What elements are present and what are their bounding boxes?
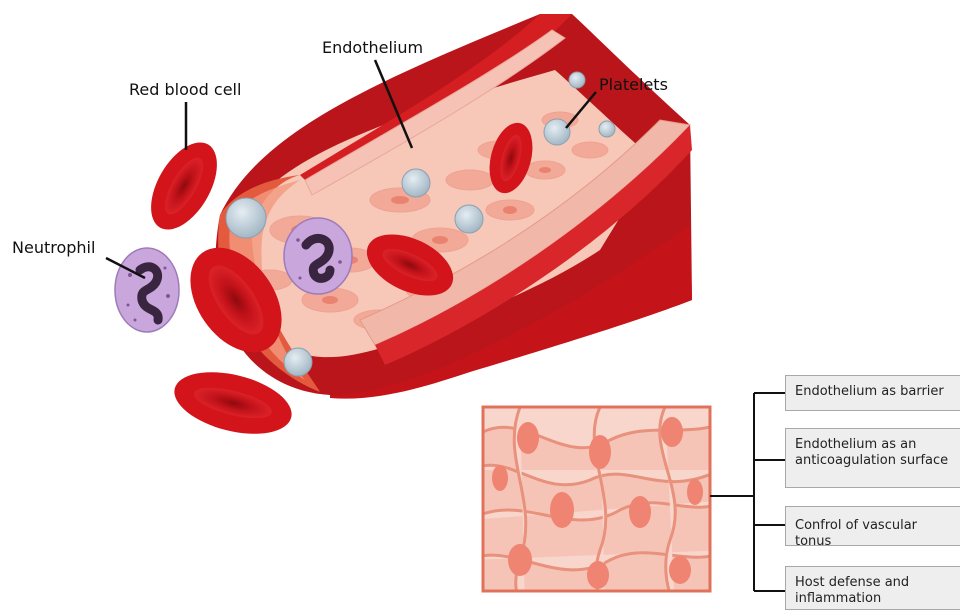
function-box-host-defense: Host defense and inflammation [785,566,960,610]
function-bracket [710,393,785,591]
function-box-vascular-tonus: Confrol of vascular tonus [785,506,960,546]
function-box-anticoagulation: Endothelium as an anticoagulation surfac… [785,428,960,488]
red-blood-cell-top-left [137,131,230,240]
endothelium-label: Endothelium [322,40,423,56]
platelets-label: Platelets [599,77,668,93]
neutrophil-inside [284,218,352,294]
function-box-barrier: Endothelium as barrier [785,375,960,411]
neutrophil-label: Neutrophil [12,240,95,256]
neutrophil-outside [115,248,179,332]
blood-vessel [216,14,692,399]
red-blood-cell-label: Red blood cell [129,82,241,98]
endothelium-tissue-inset [470,380,730,608]
